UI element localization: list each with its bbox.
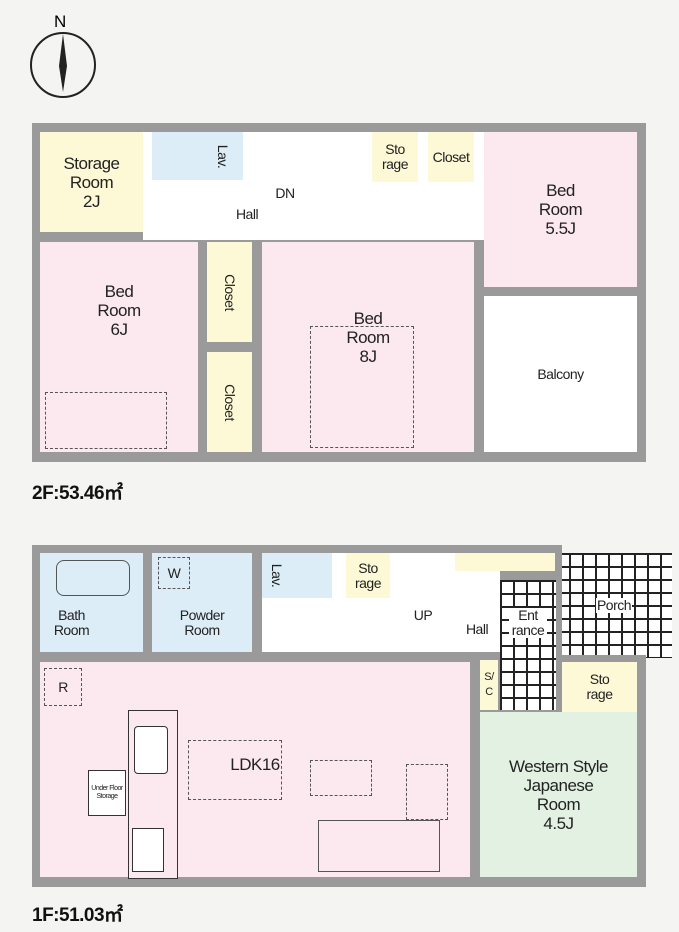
lavatory-2f-box: Lav. [152, 132, 243, 180]
compass-north-label: N [54, 12, 67, 31]
stairs-down-label: DN [275, 185, 295, 201]
bathtub [56, 560, 130, 596]
stairs-up-label: UP [413, 607, 433, 623]
storage-2f: Sto rage [372, 132, 418, 182]
shoe-closet: S/C [480, 660, 498, 710]
closet-2f-b: Closet [207, 352, 252, 452]
balcony: Balcony [484, 296, 637, 452]
washer: W [158, 557, 190, 589]
kitchen-sink [134, 726, 168, 774]
storage-1f: Sto rage [346, 553, 390, 598]
armchair [406, 764, 448, 820]
powder-room: Powder Room [152, 553, 252, 652]
north-compass [30, 32, 96, 98]
lavatory-1f: Lav. [262, 553, 332, 598]
dining-table [188, 740, 282, 800]
bed-furniture [45, 392, 167, 449]
coffee-table [310, 760, 372, 796]
ldk-living-dining-kitchen: LDK16 [40, 662, 470, 877]
hall-1f-label: Hall [465, 621, 489, 637]
stove [132, 828, 164, 872]
bath-room: Bath Room [40, 553, 143, 652]
storage-1f-east: Sto rage [562, 662, 637, 712]
shelf-strip [455, 553, 555, 571]
porch: Porch [556, 553, 672, 658]
entrance: Ent rance [500, 580, 556, 710]
refrigerator: R [44, 668, 82, 706]
second-floor-area: 2F:53.46㎡ [32, 483, 123, 504]
closet-2f-top: Closet [428, 132, 474, 182]
first-floor-area: 1F:51.03㎡ [32, 905, 123, 926]
under-floor-storage: Under Floor Storage [88, 770, 126, 816]
compass-needle-icon [59, 34, 67, 92]
hall-2f-label: Hall [235, 206, 259, 222]
sofa [318, 820, 440, 872]
bed-furniture [310, 326, 414, 448]
closet-2f-a: Closet [207, 242, 252, 342]
